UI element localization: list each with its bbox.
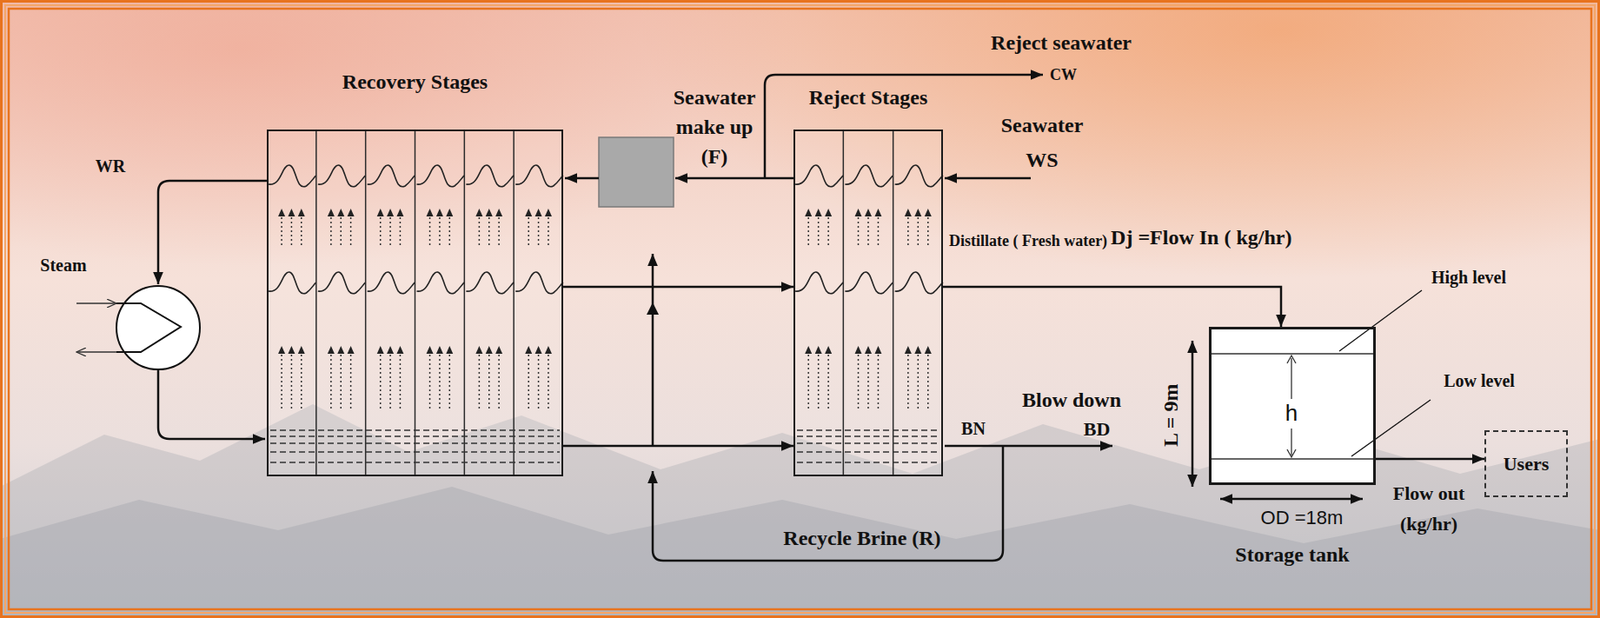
callout-label: High level bbox=[1431, 267, 1507, 288]
stream-symbol: BD bbox=[1083, 418, 1111, 440]
recycle-riser bbox=[651, 253, 655, 446]
heater-coil bbox=[116, 303, 181, 352]
makeup-line bbox=[675, 177, 794, 180]
stream-name: Seawater make up (F) bbox=[669, 82, 760, 172]
heated-brine-line bbox=[158, 369, 266, 439]
frame-border bbox=[8, 8, 1592, 610]
stream-name: Reject seawater bbox=[990, 31, 1132, 56]
recovery-stages-block: Recovery Stages bbox=[266, 129, 564, 477]
dimension-line bbox=[1290, 358, 1292, 399]
dimension-label: OD =18m bbox=[1261, 506, 1344, 529]
mixer-box bbox=[598, 137, 674, 207]
stream-name: Recycle Brine (R) bbox=[783, 526, 941, 552]
callout-label: Low level bbox=[1443, 371, 1515, 392]
flow-label: Flow out (kg/hr) bbox=[1385, 478, 1473, 539]
stream-name: Distillate ( Fresh water) bbox=[949, 232, 1108, 251]
flow-connector bbox=[563, 285, 794, 289]
stream-symbol: CW bbox=[1049, 66, 1077, 85]
flow-connector bbox=[942, 286, 1282, 327]
height-dimension bbox=[1191, 340, 1195, 487]
dimension-arrowhead bbox=[1287, 449, 1296, 458]
dimension-arrowhead bbox=[1287, 355, 1296, 364]
blow-down-line bbox=[944, 444, 1113, 448]
brine-heater bbox=[116, 285, 200, 370]
low-level-line bbox=[1210, 458, 1375, 460]
high-level-line bbox=[1210, 352, 1375, 355]
stream-symbol: BN bbox=[961, 418, 986, 439]
diameter-dimension bbox=[1220, 497, 1363, 501]
feed-line bbox=[564, 177, 599, 180]
leader-line bbox=[1351, 399, 1431, 457]
block-heading: Storage tank bbox=[1234, 543, 1349, 568]
stream-name: Blow down bbox=[1022, 388, 1122, 413]
condensate-out-line bbox=[76, 351, 117, 352]
flow-connector bbox=[563, 444, 794, 448]
box-label: Users bbox=[1503, 452, 1550, 475]
recovery-outlet-line bbox=[158, 180, 267, 285]
flow-label: Dj =Flow In ( kg/hr) bbox=[1110, 225, 1292, 251]
reject-stages-block: Reject Stages bbox=[793, 129, 943, 477]
flow-arrowhead bbox=[646, 302, 659, 315]
dimension-line bbox=[1290, 428, 1292, 456]
dimension-label: L = 9m bbox=[1159, 384, 1184, 447]
flow-connector bbox=[1375, 458, 1485, 461]
stream-name: Seawater WS bbox=[996, 107, 1088, 178]
frame-border bbox=[5, 5, 1595, 613]
block-heading: Reject Stages bbox=[809, 86, 929, 111]
stream-name: Steam bbox=[39, 255, 87, 276]
seawater-intake-line bbox=[944, 177, 1031, 180]
stream-symbol: WR bbox=[95, 156, 126, 177]
block-heading: Recovery Stages bbox=[342, 70, 488, 95]
leader-line bbox=[1339, 290, 1422, 352]
users-box: Users bbox=[1484, 430, 1568, 498]
tank-body bbox=[1208, 326, 1376, 485]
steam-in-line bbox=[76, 302, 117, 304]
dimension-label: h bbox=[1285, 400, 1298, 427]
mountain-silhouette bbox=[0, 486, 1600, 618]
